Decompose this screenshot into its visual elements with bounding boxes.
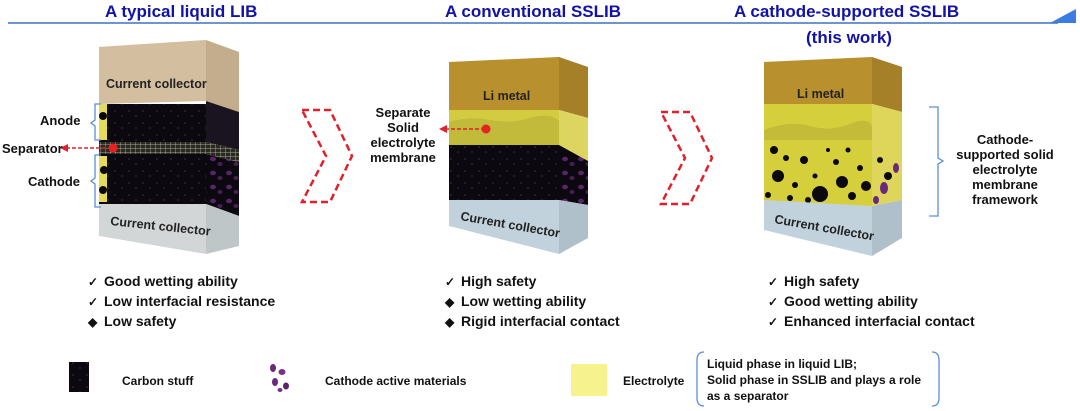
feature-text: High safety: [461, 273, 537, 289]
feature-text: Rigid interfacial contact: [461, 313, 620, 329]
feature-text: Good wetting ability: [104, 273, 238, 289]
callout-line: Cathode-: [976, 132, 1034, 147]
note-line: Solid phase in SSLIB and plays a role: [707, 373, 922, 387]
timeline-line: [8, 22, 1058, 24]
feature-item: ✓ High safety: [768, 272, 975, 292]
check-icon: ✓: [768, 295, 779, 309]
callout-line: Separate: [375, 105, 431, 120]
callout-line: framework: [972, 192, 1038, 207]
title-cathode-supported-sslib: A cathode-supported SSLIB: [734, 2, 960, 21]
title-this-work: (this work): [806, 28, 892, 47]
framework-bracket-icon: [929, 106, 945, 217]
legend-note-bracket-icon: [696, 351, 705, 407]
chevron-arrow-icon-1: [299, 108, 354, 204]
legend-cathode-swatch: [268, 362, 290, 392]
callout-separate-solid-electrolyte: Separate Solid electrolyte membrane: [362, 105, 444, 165]
cell2-cathode-layer: [449, 145, 559, 200]
cell1-anode-layer: [99, 104, 206, 142]
check-icon: ✓: [768, 275, 779, 289]
feature-text: Low interfacial resistance: [104, 293, 276, 309]
cell2-top-layer-label: Li metal: [483, 89, 530, 103]
check-icon: ✓: [88, 295, 99, 309]
cell2-li-metal-layer: [449, 57, 559, 110]
cell1-cathode-layer: [99, 154, 206, 204]
feature-item: ◆ Low wetting ability: [445, 292, 620, 312]
label-cathode: Cathode: [28, 174, 80, 189]
feature-text: High safety: [784, 273, 860, 289]
feature-item: ✓ Enhanced interfacial contact: [768, 312, 975, 332]
feature-item: ✓ High safety: [445, 272, 620, 292]
diamond-icon: ◆: [445, 295, 455, 309]
title-liquid-lib: A typical liquid LIB: [105, 2, 258, 21]
feature-text: Low safety: [104, 313, 177, 329]
callout-line: membrane: [972, 177, 1038, 192]
features-cathode-supported-sslib: ✓ High safety ✓ Good wetting ability ✓ Enha…: [768, 272, 975, 332]
check-icon: ✓: [445, 275, 456, 289]
features-liquid-lib: ✓ Good wetting ability ✓ Low interfacial r…: [88, 272, 275, 332]
callout-marker-icon: [481, 124, 491, 134]
note-line: Liquid phase in liquid LIB;: [707, 357, 857, 371]
label-separator: Separator: [2, 141, 63, 156]
legend-carbon-label: Carbon stuff: [122, 374, 194, 388]
label-anode: Anode: [40, 113, 81, 128]
feature-text: Good wetting ability: [784, 293, 918, 309]
feature-item: ◆ Low safety: [88, 312, 275, 332]
cell1-separator-layer: [99, 142, 206, 154]
feature-text: Enhanced interfacial contact: [784, 313, 975, 329]
feature-item: ✓ Good wetting ability: [88, 272, 275, 292]
callout-line: membrane: [370, 150, 436, 165]
callout-line: electrolyte: [972, 162, 1038, 177]
diamond-icon: ◆: [445, 315, 455, 329]
feature-item: ✓ Low interfacial resistance: [88, 292, 275, 312]
callout-line: Solid: [387, 120, 419, 135]
features-conventional-sslib: ✓ High safety ◆ Low wetting ability ◆ Rigid…: [445, 272, 620, 332]
callout-line: supported solid: [956, 147, 1054, 162]
cell1-bottom-collector: [99, 204, 206, 254]
feature-item: ✓ Good wetting ability: [768, 292, 975, 312]
diamond-icon: ◆: [88, 315, 98, 329]
legend-electrolyte-label: Electrolyte: [623, 374, 685, 388]
check-icon: ✓: [88, 275, 99, 289]
cell3-li-metal-layer: [764, 57, 872, 104]
cathode-bracket-icon: [89, 154, 101, 208]
legend-electrolyte-swatch: [571, 364, 607, 396]
legend-cathode-label: Cathode active materials: [325, 374, 467, 388]
cell3-bottom-collector: [764, 200, 872, 256]
anode-bracket-icon: [89, 103, 101, 141]
legend-carbon-swatch: [69, 362, 89, 392]
feature-text: Low wetting ability: [461, 293, 587, 309]
separator-marker-icon: [108, 143, 118, 153]
callout-line: electrolyte: [370, 135, 436, 150]
note-line: as a separator: [707, 389, 789, 403]
feature-item: ◆ Rigid interfacial contact: [445, 312, 620, 332]
legend-electrolyte-note: Liquid phase in liquid LIB; Solid phase …: [707, 356, 921, 404]
cell1-top-layer-label: Current collector: [106, 77, 207, 91]
cell3-carbon-particles: [765, 146, 892, 203]
chevron-arrow-icon-2: [658, 110, 714, 206]
title-conventional-sslib: A conventional SSLIB: [445, 2, 622, 21]
cell3-top-layer-label: Li metal: [797, 87, 844, 101]
cell2-bottom-collector: [449, 200, 559, 254]
callout-arrow-icon: [439, 125, 447, 133]
separator-arrow-icon: [60, 144, 68, 152]
cell1-top-collector: [99, 40, 206, 104]
check-icon: ✓: [768, 315, 779, 329]
callout-cathode-supported-framework: Cathode- supported solid electrolyte mem…: [950, 132, 1060, 207]
timeline-arrow-icon: [1050, 9, 1076, 23]
